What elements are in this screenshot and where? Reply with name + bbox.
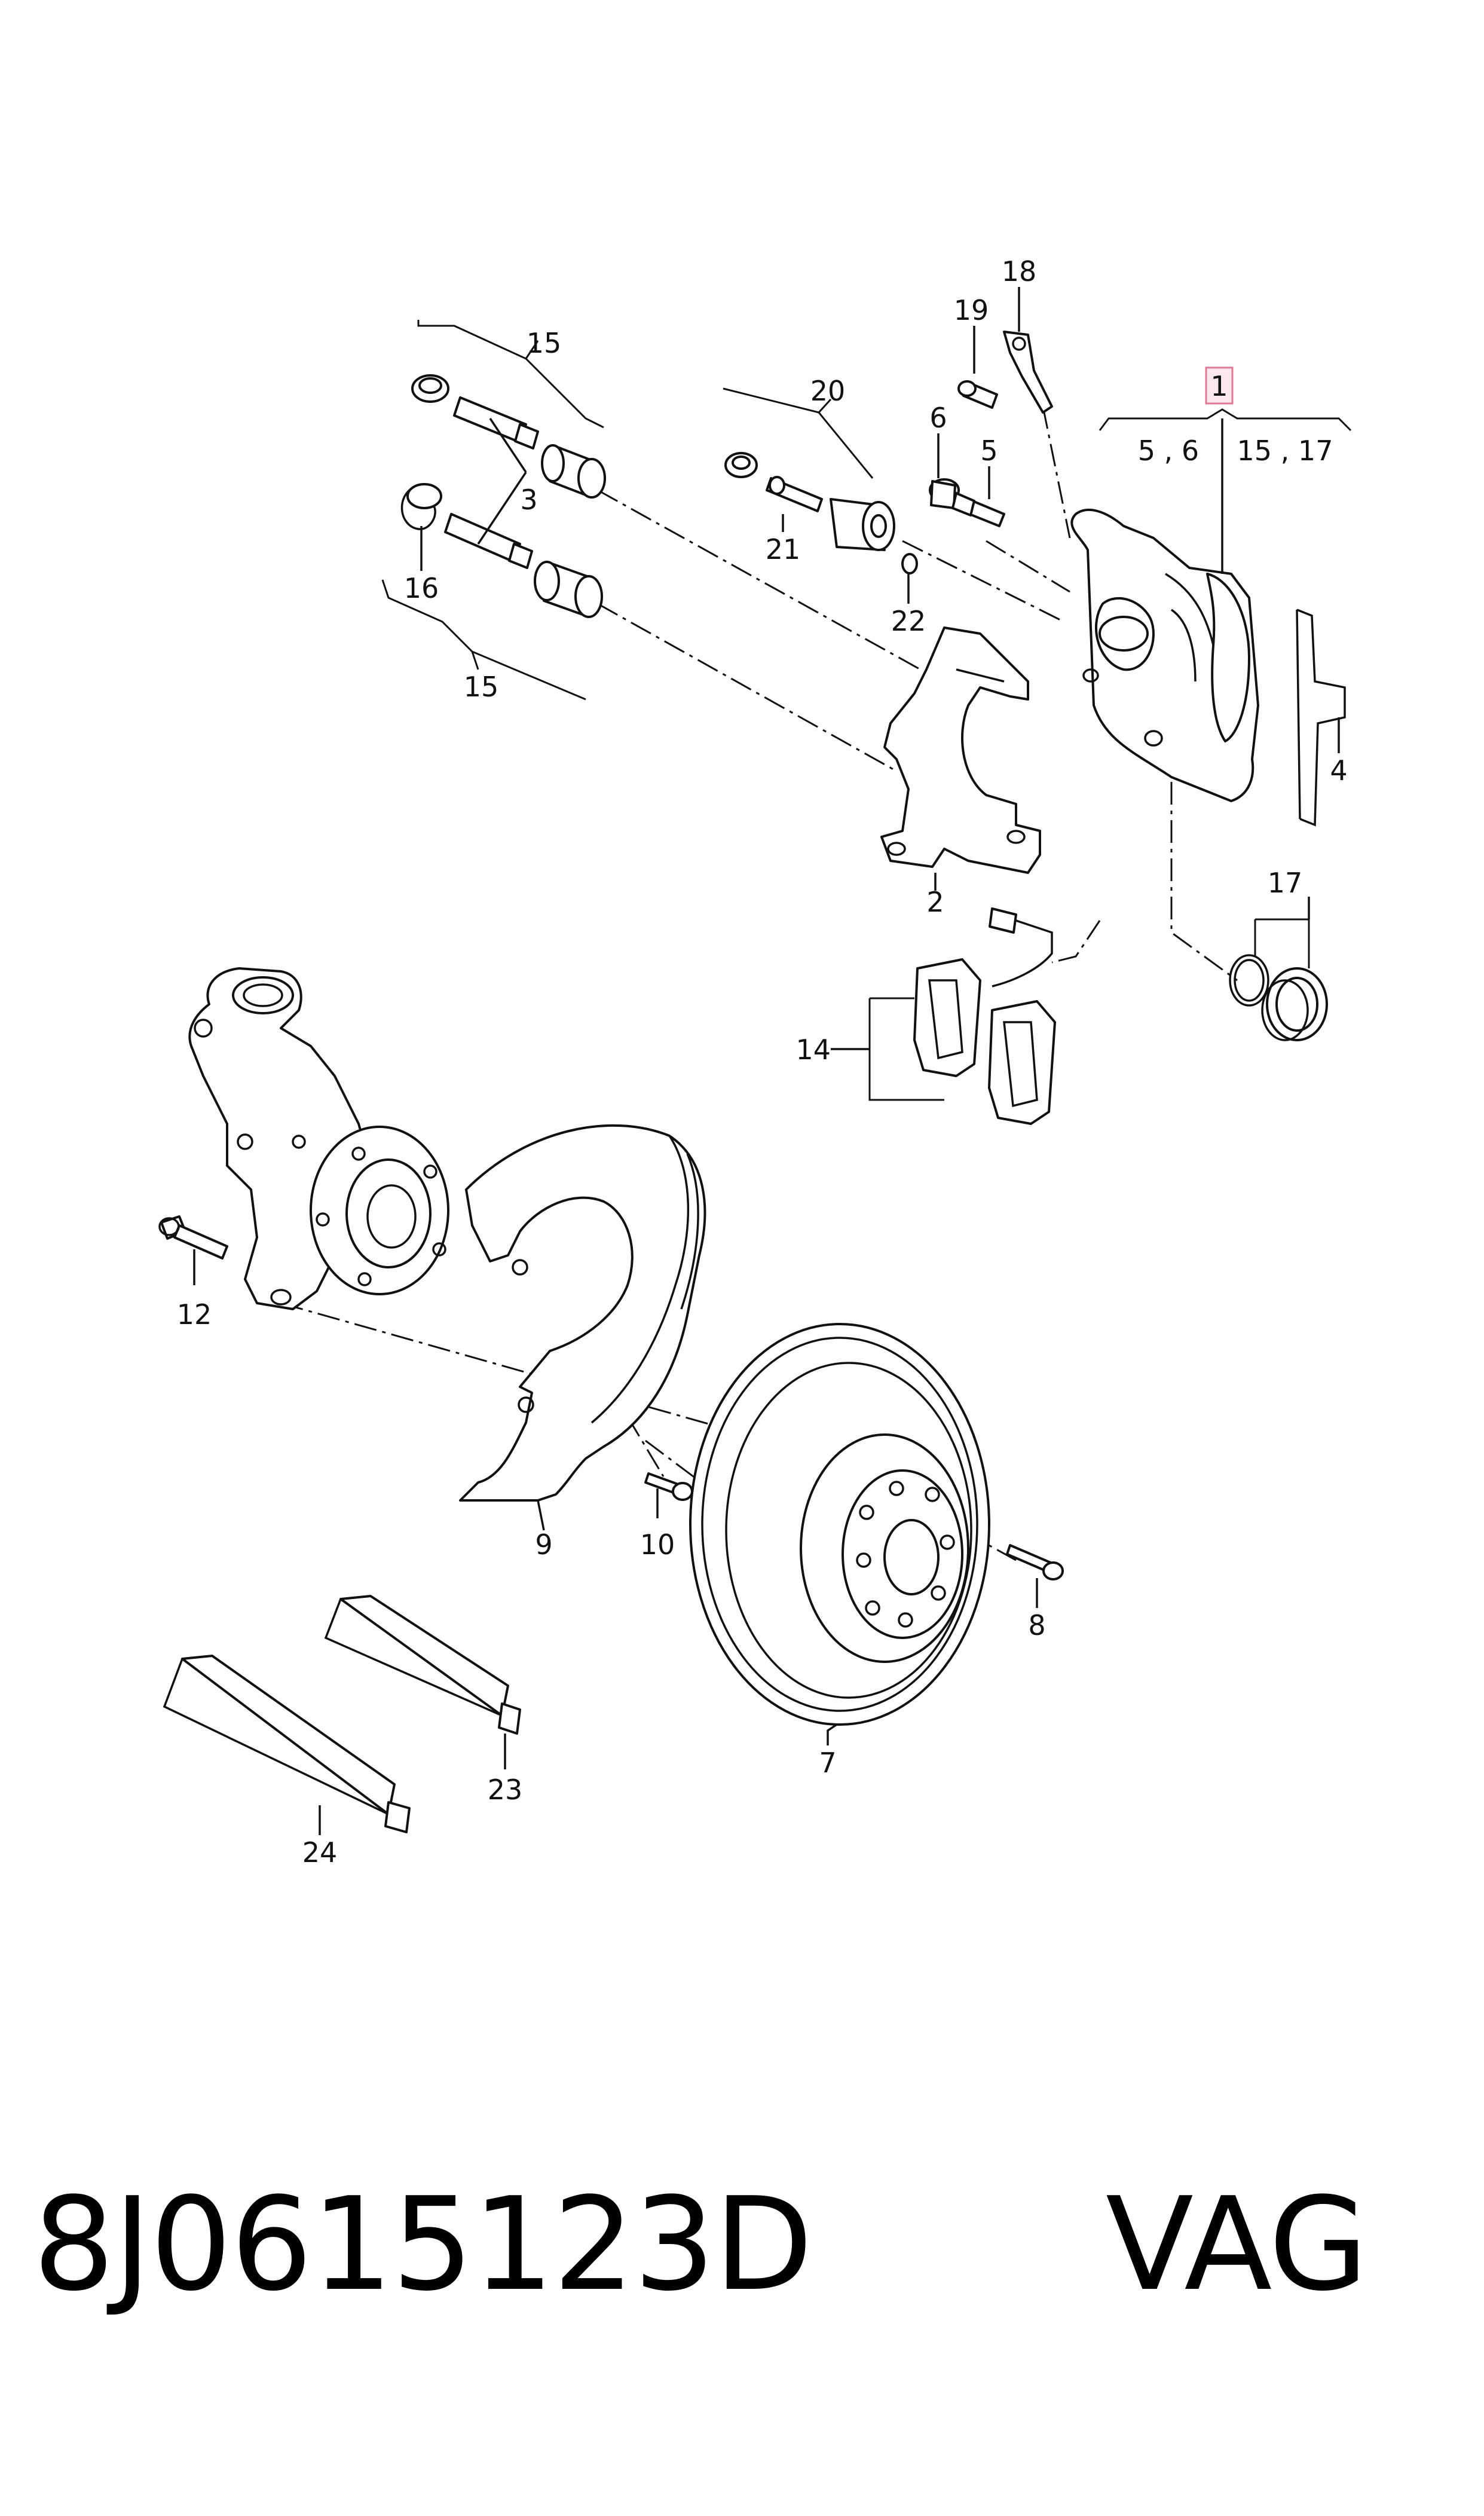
callout-5[interactable]: 5 (980, 435, 998, 467)
anti-rattle-spring (1296, 609, 1346, 827)
callout-10[interactable]: 10 (640, 1528, 675, 1561)
callout-14[interactable]: 14 (795, 1034, 831, 1066)
part-number-label: 8J0615123D (33, 2169, 813, 2319)
callout-18[interactable]: 18 (1002, 255, 1037, 288)
callout-22[interactable]: 22 (891, 605, 926, 637)
assembly-lines (280, 406, 1238, 1561)
caliper-bracket (880, 626, 1041, 874)
callout-16[interactable]: 16 (404, 572, 439, 604)
callout-7[interactable]: 7 (819, 1747, 836, 1779)
callout-6[interactable]: 6 (929, 402, 947, 434)
callout-1-includes-left: 5 , 6 (1138, 435, 1199, 467)
brand-label: VAG (1106, 2169, 1368, 2319)
callout-1-includes-right: 15 , 17 (1237, 435, 1333, 467)
callout-20[interactable]: 20 (810, 375, 846, 407)
callout-15-top[interactable]: 15 (527, 327, 562, 359)
callout-8[interactable]: 8 (1028, 1609, 1045, 1641)
callout-labels: 1 5 , 6 15 , 17 2 3 4 5 6 7 8 9 10 12 14… (177, 255, 1348, 1869)
grease-tubes (163, 1595, 521, 1833)
guide-bushing-20 (724, 452, 918, 574)
callout-3[interactable]: 3 (520, 484, 537, 516)
screw-10 (644, 1472, 693, 1501)
callout-17[interactable]: 17 (1268, 867, 1303, 899)
seal-kit (1229, 954, 1328, 1041)
callout-4[interactable]: 4 (1330, 754, 1347, 787)
leader-lines (193, 287, 1340, 1835)
callout-2[interactable]: 2 (926, 886, 944, 918)
callout-1[interactable]: 1 (1210, 370, 1228, 402)
callout-19[interactable]: 19 (954, 294, 989, 326)
brake-disc (689, 1323, 990, 1726)
brake-pads (913, 907, 1056, 1125)
callout-1-highlight (1205, 366, 1234, 405)
callout-23[interactable]: 23 (488, 1774, 523, 1806)
callout-24[interactable]: 24 (302, 1836, 338, 1869)
screw-8 (1006, 1544, 1064, 1580)
bleeder-and-bracket (929, 331, 1053, 527)
brake-caliper (1070, 508, 1259, 802)
callout-9[interactable]: 9 (535, 1528, 552, 1561)
group-braces (381, 320, 1352, 1101)
callout-21[interactable]: 21 (766, 533, 801, 565)
callout-15-bottom[interactable]: 15 (464, 671, 499, 703)
steering-knuckle-hub (188, 967, 449, 1310)
bolt-12 (158, 1215, 228, 1259)
callout-12[interactable]: 12 (177, 1298, 212, 1331)
splash-shield (459, 1124, 706, 1502)
